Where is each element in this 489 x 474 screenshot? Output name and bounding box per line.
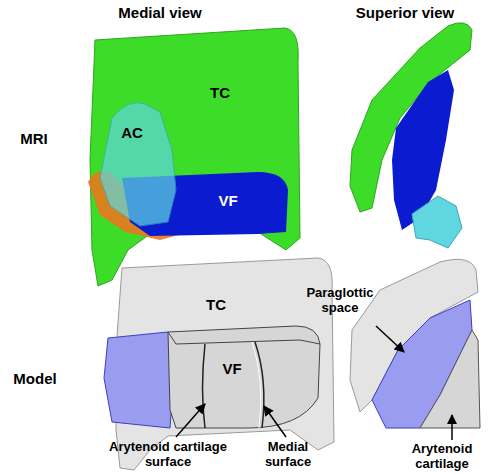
leader-line — [376, 326, 404, 352]
callout-label: Paraglottic space — [300, 286, 380, 316]
callout-label: Arytenoid cartilage surface — [88, 440, 248, 470]
leader-line — [264, 406, 286, 437]
thyroid-cartilage-mri — [90, 28, 300, 286]
arytenoid-mri-superior — [412, 196, 462, 248]
arytenoid-model-superior — [420, 330, 480, 428]
leader-line — [176, 404, 205, 437]
leader-line — [451, 415, 453, 440]
arytenoid-mri — [100, 103, 176, 226]
vocal-fold-model — [168, 326, 320, 428]
part-label: AC — [112, 124, 152, 141]
view-heading: Superior view — [330, 4, 480, 21]
view-heading: Medial view — [80, 4, 240, 21]
paraglottic-space-model — [104, 332, 176, 428]
part-label: TC — [196, 296, 236, 313]
callout-label: Medial surface — [256, 440, 320, 470]
part-label: TC — [200, 84, 240, 101]
callout-label: Arytenoid cartilage — [398, 442, 486, 472]
part-label: VF — [208, 192, 248, 209]
part-label: VF — [212, 360, 252, 377]
row-heading: Model — [2, 370, 68, 387]
row-heading: MRI — [4, 130, 64, 147]
